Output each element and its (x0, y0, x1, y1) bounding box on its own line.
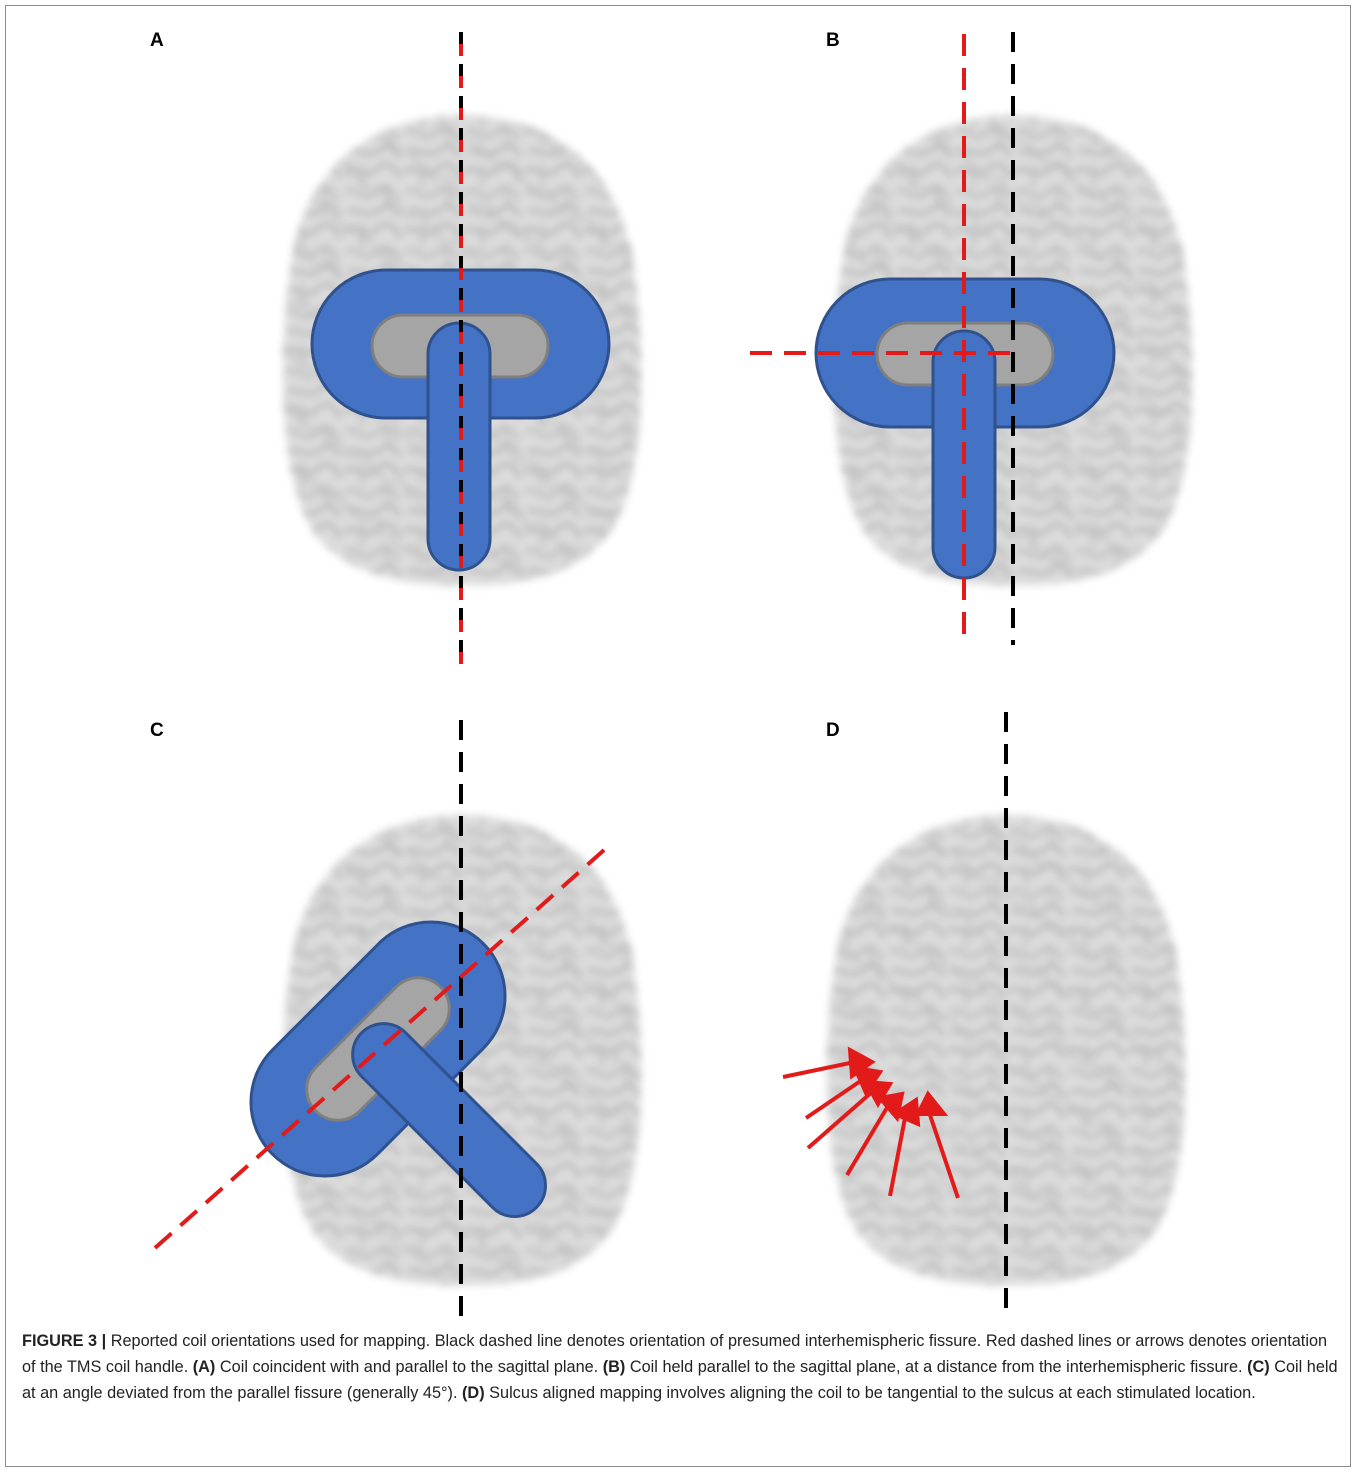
caption-a-label: (A) (193, 1358, 216, 1376)
caption-c-label: (C) (1247, 1358, 1270, 1376)
panel-label-d: D (826, 720, 840, 742)
caption-d-text: Sulcus aligned mapping involves aligning… (485, 1384, 1256, 1402)
panel-c (155, 720, 642, 1320)
figure-number: FIGURE 3 | (22, 1332, 106, 1350)
panel-label-c: C (150, 720, 164, 742)
caption-d-label: (D) (462, 1384, 485, 1402)
panel-label-b: B (826, 30, 840, 52)
panel-label-a: A (150, 30, 164, 52)
figure-caption: FIGURE 3 | Reported coil orientations us… (22, 1328, 1340, 1406)
caption-a-text: Coil coincident with and parallel to the… (215, 1358, 602, 1376)
figure-illustration (0, 0, 1358, 1320)
caption-b-text: Coil held parallel to the sagittal plane… (625, 1358, 1247, 1376)
caption-b-label: (B) (603, 1358, 626, 1376)
panel-b (750, 32, 1192, 645)
panel-d (783, 712, 1185, 1320)
panel-a (283, 32, 642, 665)
